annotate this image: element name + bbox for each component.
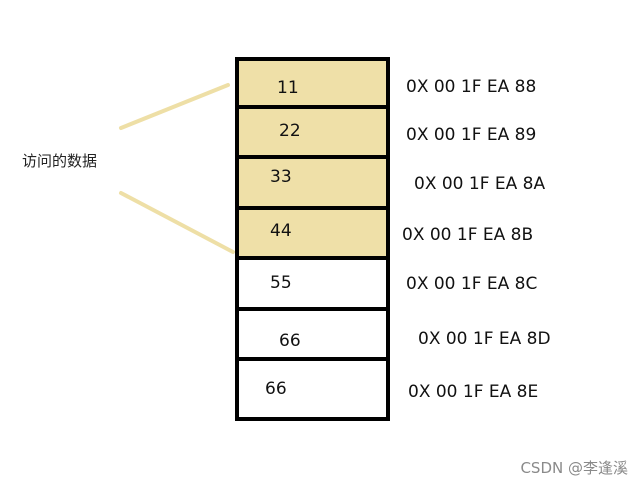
memory-block: 11 22 33 44 55 66 66 — [235, 57, 390, 421]
address-label-0: 0X 00 1F EA 88 — [406, 77, 537, 97]
memory-cell-1: 22 — [239, 109, 386, 155]
memory-cell-2: 33 — [239, 159, 386, 206]
address-label-1: 0X 00 1F EA 89 — [406, 125, 537, 145]
cell-value: 66 — [265, 379, 287, 399]
memory-cell-4: 55 — [239, 260, 386, 307]
address-label-2: 0X 00 1F EA 8A — [414, 174, 546, 194]
cell-value: 44 — [270, 221, 292, 241]
cell-value: 33 — [270, 167, 292, 187]
cell-value: 22 — [279, 121, 301, 141]
address-label-4: 0X 00 1F EA 8C — [406, 274, 538, 294]
cell-value: 66 — [279, 331, 301, 351]
address-label-6: 0X 00 1F EA 8E — [408, 382, 539, 402]
cell-value: 55 — [270, 273, 292, 293]
bracket-lower-line — [119, 191, 235, 254]
memory-cell-5: 66 — [239, 311, 386, 357]
bracket-upper-line — [119, 83, 230, 130]
memory-cell-0: 11 — [239, 61, 386, 105]
accessed-data-label: 访问的数据 — [22, 152, 98, 170]
cell-value: 11 — [277, 78, 299, 98]
address-label-5: 0X 00 1F EA 8D — [418, 329, 551, 349]
memory-cell-3: 44 — [239, 210, 386, 256]
memory-cell-6: 66 — [239, 361, 386, 417]
csdn-watermark: CSDN @李逢溪 — [520, 459, 628, 477]
address-label-3: 0X 00 1F EA 8B — [402, 225, 534, 245]
